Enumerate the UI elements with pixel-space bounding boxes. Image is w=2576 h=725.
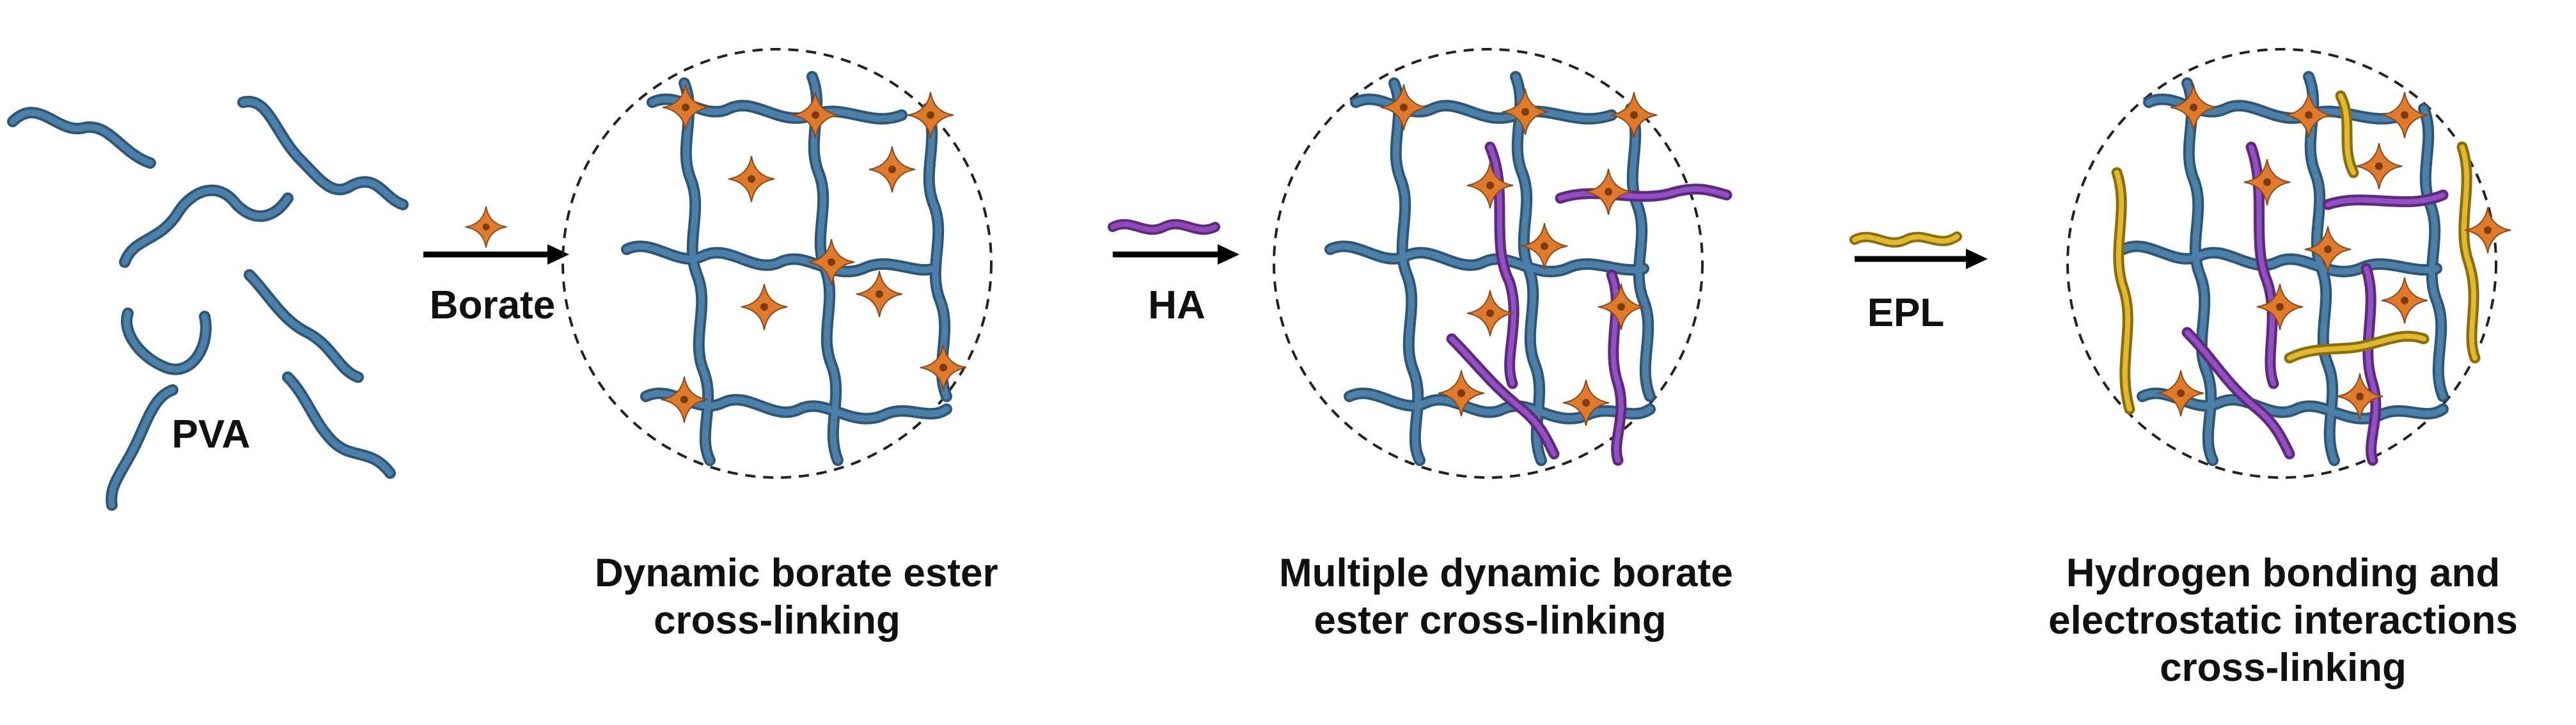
stage3-caption-line2: electrostatic interactions [2048, 598, 2518, 643]
stage1-caption-line2: cross-linking [654, 598, 900, 643]
stage1-network [562, 48, 993, 479]
ha-label: HA [1148, 283, 1206, 327]
pva-label: PVA [172, 412, 251, 456]
pva-free-chains [7, 95, 409, 511]
ha-reaction-arrow: HA [1108, 219, 1239, 327]
stage3-caption: Hydrogen bonding and electrostatic inter… [2021, 550, 2545, 692]
stage3-caption-line3: cross-linking [2160, 646, 2407, 690]
stage2-caption-line2: ester cross-linking [1314, 598, 1667, 643]
epl-reaction-arrow: EPL [1850, 231, 1988, 335]
stage1-caption: Dynamic borate ester cross-linking [595, 550, 998, 644]
stage2-caption-line1: Multiple dynamic borate [1279, 551, 1733, 595]
borate-label: Borate [430, 283, 555, 327]
borate-star-icon [464, 205, 508, 249]
epl-label: EPL [1867, 291, 1945, 335]
stage3-network [2066, 48, 2511, 479]
stage1-caption-line1: Dynamic borate ester [595, 551, 998, 595]
stage2-network [1273, 48, 1732, 479]
stage2-caption: Multiple dynamic borate ester cross-link… [1279, 550, 1733, 644]
stage3-caption-line1: Hydrogen bonding and [2066, 551, 2501, 595]
borate-reaction-arrow: Borate [423, 205, 569, 327]
